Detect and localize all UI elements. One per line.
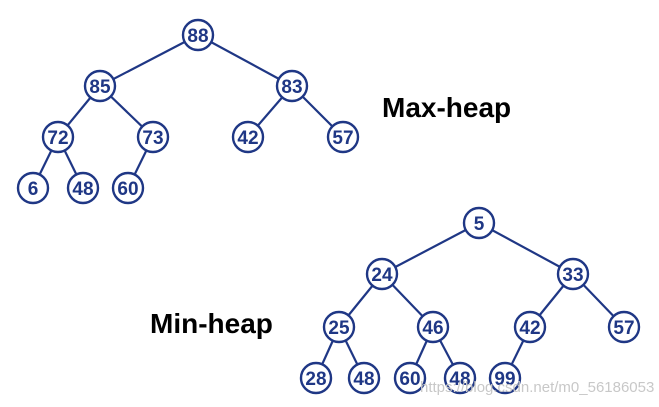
- heap-node: 85: [83, 69, 117, 103]
- heap-node: 6: [16, 171, 50, 205]
- heap-node: 42: [513, 310, 547, 344]
- max-heap-nodes: 88 85 83 72 73 42 57 6 48 60: [16, 18, 360, 205]
- watermark-text: https://blog.csdn.net/m0_56186053: [420, 379, 654, 396]
- svg-text:57: 57: [613, 318, 634, 339]
- max-heap-edge: [99, 34, 199, 87]
- svg-text:5: 5: [474, 214, 485, 235]
- heap-node: 48: [66, 171, 100, 205]
- max-heap-edges: [32, 34, 344, 189]
- svg-text:25: 25: [328, 318, 350, 339]
- svg-text:99: 99: [494, 369, 515, 390]
- svg-text:73: 73: [142, 128, 163, 149]
- svg-text:28: 28: [305, 369, 326, 390]
- svg-text:48: 48: [449, 369, 470, 390]
- svg-text:60: 60: [117, 179, 138, 200]
- svg-text:46: 46: [422, 318, 443, 339]
- svg-text:48: 48: [353, 369, 374, 390]
- heap-node: 57: [326, 120, 360, 154]
- svg-text:83: 83: [281, 77, 302, 98]
- svg-text:42: 42: [519, 318, 540, 339]
- max-heap-title: Max-heap: [382, 92, 511, 123]
- svg-text:85: 85: [89, 77, 111, 98]
- min-heap-edges: [314, 222, 625, 379]
- max-heap-edge: [197, 34, 293, 87]
- min-heap-edge: [381, 222, 480, 275]
- svg-text:48: 48: [72, 179, 93, 200]
- svg-text:57: 57: [332, 128, 353, 149]
- svg-text:42: 42: [237, 128, 258, 149]
- heap-node: 28: [299, 361, 333, 395]
- heap-node: 42: [231, 120, 265, 154]
- heap-node: 24: [365, 257, 399, 291]
- heap-node: 73: [136, 120, 170, 154]
- svg-text:60: 60: [399, 369, 420, 390]
- heap-node: 48: [347, 361, 381, 395]
- heap-node: 46: [416, 310, 450, 344]
- heap-node: 99: [488, 361, 522, 395]
- heap-node: 72: [41, 120, 75, 154]
- min-heap-nodes: 5 24 33 25 46 42 57 28 48 60 48 99: [299, 206, 641, 395]
- svg-text:6: 6: [28, 179, 39, 200]
- min-heap-title: Min-heap: [150, 308, 273, 339]
- heap-node: 60: [393, 361, 427, 395]
- svg-text:72: 72: [47, 128, 68, 149]
- heap-node: 60: [111, 171, 145, 205]
- heap-node: 48: [443, 361, 477, 395]
- svg-text:24: 24: [371, 265, 393, 286]
- heap-node: 88: [181, 18, 215, 52]
- svg-text:33: 33: [562, 265, 583, 286]
- heap-node: 83: [275, 69, 309, 103]
- heap-node: 57: [607, 310, 641, 344]
- heap-node: 5: [462, 206, 496, 240]
- heap-node: 33: [556, 257, 590, 291]
- min-heap-edge: [478, 222, 574, 275]
- svg-text:88: 88: [187, 26, 208, 47]
- heap-node: 25: [322, 310, 356, 344]
